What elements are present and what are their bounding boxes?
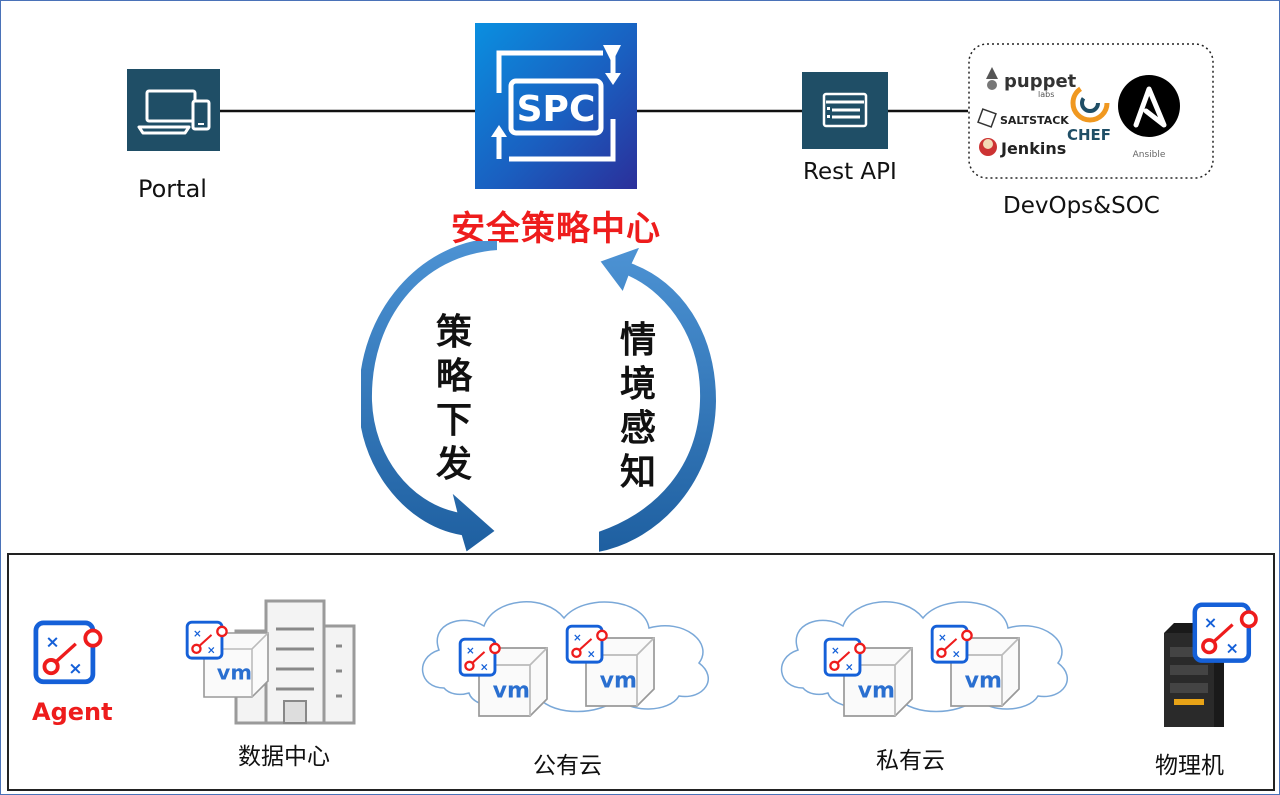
- connector-lines: [219, 109, 968, 113]
- agent-label: Agent: [32, 698, 113, 726]
- policy-cycle-arrows: [361, 241, 719, 555]
- devices-icon: [127, 69, 220, 151]
- down-arrow: [361, 241, 499, 555]
- datacenter-group: [185, 599, 356, 725]
- physical-agent-icon: [1195, 605, 1256, 661]
- spc-logo[interactable]: SPC: [475, 23, 637, 189]
- physical-server-group: [1164, 605, 1256, 727]
- public-agent-2: [565, 624, 609, 664]
- api-list-icon: [802, 72, 888, 149]
- portal-label: Portal: [138, 175, 207, 203]
- spc-logo-text: SPC: [517, 89, 596, 130]
- private-agent-1: [823, 637, 867, 677]
- deployment-targets: × × vm: [1, 599, 1280, 727]
- devops-tools-box: puppet labs SALTSTACK Jenkins CHEF: [968, 43, 1214, 179]
- up-arrow: [597, 244, 719, 555]
- devops-tools-logos: puppet labs SALTSTACK Jenkins CHEF: [968, 43, 1214, 179]
- spc-cycle-icon: SPC: [475, 23, 637, 189]
- svg-text:Jenkins: Jenkins: [1000, 139, 1066, 158]
- public-cloud-group: [421, 601, 710, 717]
- policy-deploy-label: 策略下发: [435, 312, 472, 485]
- svg-text:Ansible: Ansible: [1133, 150, 1166, 160]
- public-agent-1: [458, 637, 502, 677]
- datacenter-label: 数据中心: [238, 744, 330, 770]
- ansible-icon: Ansible: [1118, 75, 1180, 160]
- svg-text:puppet: puppet: [1004, 71, 1077, 92]
- physical-machine-label: 物理机: [1155, 753, 1224, 779]
- context-aware-label: 情境感知: [619, 320, 656, 493]
- svg-text:labs: labs: [1038, 90, 1054, 99]
- portal-tile[interactable]: [127, 69, 220, 151]
- chef-icon: CHEF: [1067, 83, 1111, 144]
- rest-api-tile[interactable]: [802, 72, 888, 149]
- jenkins-icon: Jenkins: [979, 138, 1066, 158]
- devops-label: DevOps&SOC: [1003, 193, 1160, 219]
- puppet-icon: puppet labs: [986, 67, 1077, 99]
- public-cloud-label: 公有云: [533, 753, 602, 779]
- private-agent-2: [930, 624, 974, 664]
- agent-legend-icon: [36, 623, 101, 682]
- private-cloud-group: [780, 601, 1069, 717]
- datacenter-agent-icon: [185, 620, 229, 660]
- svg-text:CHEF: CHEF: [1067, 126, 1111, 144]
- svg-text:SALTSTACK: SALTSTACK: [1000, 114, 1069, 127]
- saltstack-icon: SALTSTACK: [977, 108, 1069, 128]
- private-cloud-label: 私有云: [876, 748, 945, 774]
- rest-api-label: Rest API: [803, 159, 897, 185]
